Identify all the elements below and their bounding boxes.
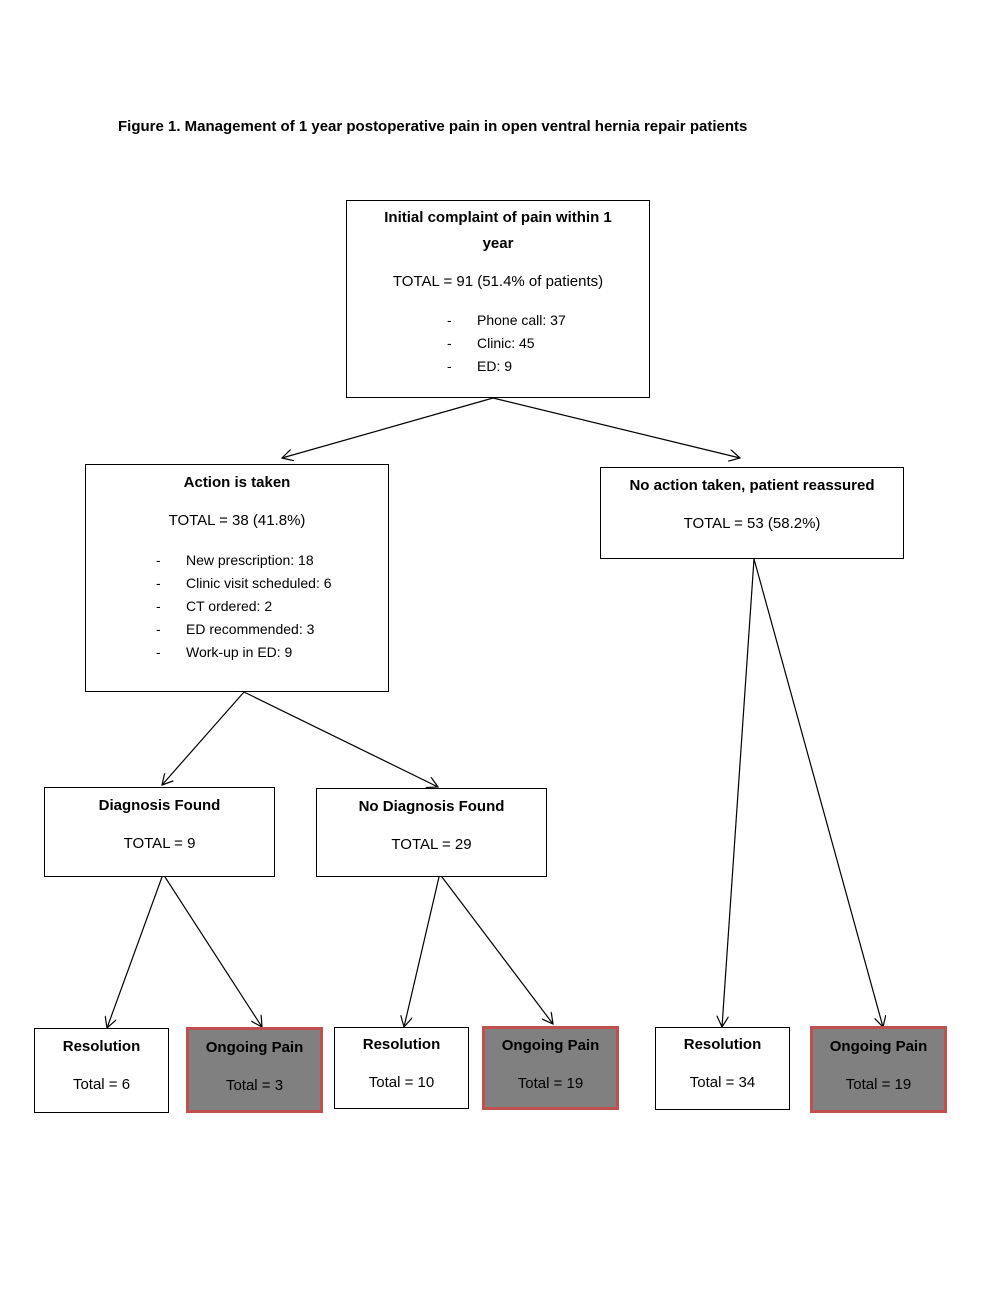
outcome-box-ongoing-pain: Ongoing Pain Total = 19 bbox=[810, 1026, 947, 1113]
outcome-box-resolution: Resolution Total = 34 bbox=[655, 1027, 790, 1110]
list-item: ED: 9 bbox=[447, 355, 649, 378]
initial-complaint-breakdown: Phone call: 37 Clinic: 45 ED: 9 bbox=[447, 309, 649, 378]
outcome-total: Total = 34 bbox=[689, 1074, 756, 1091]
no-diagnosis-title: No Diagnosis Found bbox=[358, 798, 505, 815]
diagnosis-found-title: Diagnosis Found bbox=[98, 797, 221, 814]
list-item: Clinic visit scheduled: 6 bbox=[156, 572, 388, 595]
arrow-diagnosis-to-ongoing bbox=[164, 876, 262, 1027]
action-taken-breakdown: New prescription: 18 Clinic visit schedu… bbox=[156, 549, 388, 664]
arrow-diagnosis-to-resolution bbox=[107, 876, 163, 1028]
initial-complaint-box: Initial complaint of pain within 1 year … bbox=[346, 200, 650, 398]
outcome-title: Resolution bbox=[362, 1036, 441, 1053]
no-action-box: No action taken, patient reassured TOTAL… bbox=[600, 467, 904, 559]
outcome-title: Ongoing Pain bbox=[501, 1037, 600, 1054]
list-item: Phone call: 37 bbox=[447, 309, 649, 332]
outcome-box-resolution: Resolution Total = 6 bbox=[34, 1028, 169, 1113]
initial-complaint-total: TOTAL = 91 (51.4% of patients) bbox=[392, 273, 604, 290]
outcome-box-ongoing-pain: Ongoing Pain Total = 19 bbox=[482, 1026, 619, 1110]
action-taken-box: Action is taken TOTAL = 38 (41.8%) New p… bbox=[85, 464, 389, 692]
outcome-title: Ongoing Pain bbox=[205, 1039, 304, 1056]
no-action-total: TOTAL = 53 (58.2%) bbox=[683, 515, 821, 532]
outcome-title: Ongoing Pain bbox=[829, 1038, 928, 1055]
arrow-noaction-to-ongoing bbox=[753, 558, 883, 1027]
list-item: CT ordered: 2 bbox=[156, 595, 388, 618]
outcome-total: Total = 19 bbox=[845, 1076, 912, 1093]
arrow-nodiagnosis-to-ongoing bbox=[441, 876, 553, 1024]
outcome-title: Resolution bbox=[683, 1036, 762, 1053]
arrow-action-to-nodiagnosis bbox=[243, 691, 438, 787]
outcome-total: Total = 19 bbox=[517, 1075, 584, 1092]
outcome-total: Total = 6 bbox=[72, 1076, 131, 1093]
outcome-title: Resolution bbox=[62, 1038, 141, 1055]
initial-complaint-title: Initial complaint of pain within 1 year bbox=[384, 209, 612, 252]
figure-caption: Figure 1. Management of 1 year postopera… bbox=[118, 118, 748, 135]
arrow-nodiagnosis-to-resolution bbox=[404, 876, 440, 1027]
list-item: ED recommended: 3 bbox=[156, 618, 388, 641]
list-item: Clinic: 45 bbox=[447, 332, 649, 355]
diagnosis-found-total: TOTAL = 9 bbox=[123, 835, 196, 852]
list-item: New prescription: 18 bbox=[156, 549, 388, 572]
no-diagnosis-box: No Diagnosis Found TOTAL = 29 bbox=[316, 788, 547, 877]
list-item: Work-up in ED: 9 bbox=[156, 641, 388, 664]
arrow-noaction-to-resolution bbox=[722, 558, 755, 1027]
outcome-total: Total = 10 bbox=[368, 1074, 435, 1091]
arrow-action-to-diagnosis bbox=[162, 691, 245, 785]
outcome-box-ongoing-pain: Ongoing Pain Total = 3 bbox=[186, 1027, 323, 1113]
arrow-root-to-noaction bbox=[492, 397, 740, 458]
outcome-box-resolution: Resolution Total = 10 bbox=[334, 1027, 469, 1109]
arrow-root-to-action bbox=[282, 397, 494, 458]
diagnosis-found-box: Diagnosis Found TOTAL = 9 bbox=[44, 787, 275, 877]
outcome-total: Total = 3 bbox=[225, 1077, 284, 1094]
no-action-title: No action taken, patient reassured bbox=[629, 477, 875, 494]
no-diagnosis-total: TOTAL = 29 bbox=[391, 836, 472, 853]
action-taken-total: TOTAL = 38 (41.8%) bbox=[168, 512, 306, 529]
action-taken-title: Action is taken bbox=[183, 474, 291, 491]
